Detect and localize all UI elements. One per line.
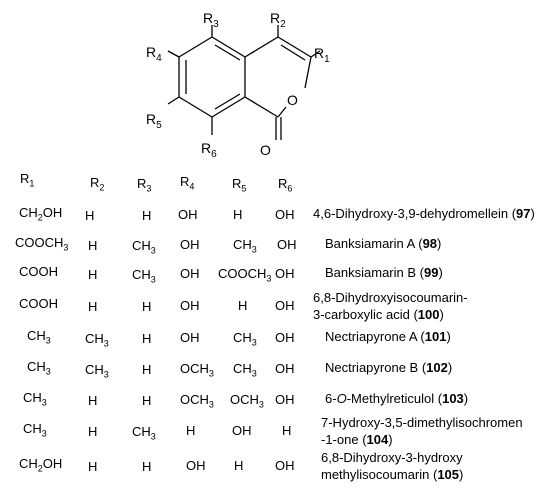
cell-r1: CH2OH [19, 205, 63, 223]
compound-name: 6-O-Methylreticulol (103) [325, 391, 469, 406]
cell-r3: H [142, 393, 152, 408]
cell-r4: OH [178, 207, 198, 222]
cell-r1: CH2OH [19, 456, 63, 474]
cell-r2: H [88, 393, 98, 408]
carbonyl-oxygen-label: O [260, 142, 271, 158]
cell-r1: COOH [19, 296, 58, 311]
cell-r3: H [142, 299, 152, 314]
header-r4: R4 [180, 174, 195, 192]
cell-r3: CH3 [132, 424, 156, 442]
cell-r1: COOCH3 [15, 235, 69, 253]
compound-number: 103 [442, 391, 464, 406]
cell-r5: CH3 [233, 237, 257, 255]
compound-number: 101 [424, 329, 447, 344]
cell-r6: OH [277, 237, 297, 252]
table-row: CH3 CH3 H OH CH3 OH Nectriapyrone A (101) [0, 328, 550, 349]
cell-r5: CH3 [233, 330, 257, 348]
table-row: CH2OH H H OH H OH 4,6-Dihydroxy-3,9-dehydromel… [0, 205, 550, 225]
cell-r5: CH3 [233, 361, 257, 379]
cell-r6: H [282, 423, 292, 438]
cell-r6: OH [275, 458, 295, 473]
cell-r1: CH3 [27, 359, 51, 377]
compound-name: 6,8-Dihydroxyisocoumarin-3-carboxylic ac… [313, 290, 468, 322]
structure-bonds [167, 25, 321, 140]
cell-r3: CH3 [132, 267, 156, 285]
cell-r4: OCH3 [180, 392, 214, 410]
header-r5: R5 [232, 176, 247, 194]
header-r3: R3 [137, 176, 152, 194]
cell-r2: H [88, 459, 98, 474]
cell-r3: CH3 [132, 238, 156, 256]
cell-r2: H [88, 299, 98, 314]
cell-r3: H [142, 208, 152, 223]
compound-number: 100 [417, 307, 440, 322]
cell-r6: OH [275, 298, 295, 313]
compound-number: 105 [437, 467, 460, 482]
compound-name: Nectriapyrone A (101) [325, 329, 451, 344]
r3-label: R3 [203, 10, 219, 30]
cell-r5: OCH3 [230, 392, 264, 410]
header-r2: R2 [90, 175, 105, 193]
cell-r5: H [233, 207, 243, 222]
cell-r6: OH [275, 330, 295, 345]
compound-number: 97 [516, 206, 531, 221]
cell-r4: OH [180, 266, 200, 281]
table-row: CH3 CH3 H OCH3 CH3 OH Nectriapyrone B (102) [0, 359, 550, 380]
r4-label: R4 [146, 44, 162, 64]
table-row: COOCH3 H CH3 OH CH3 OH Banksiamarin A (98) [0, 235, 550, 256]
compound-name: Nectriapyrone B (102) [325, 360, 453, 375]
cell-r4: OH [180, 237, 200, 252]
ring-oxygen-label: O [287, 92, 298, 108]
compound-name: Banksiamarin A (98) [325, 236, 442, 251]
compound-number: 104 [366, 432, 389, 447]
cell-r1: CH3 [23, 390, 47, 408]
cell-r4: OH [180, 330, 200, 345]
cell-r3: H [142, 459, 152, 474]
cell-r6: OH [275, 361, 295, 376]
cell-r2: H [88, 267, 98, 282]
cell-r3: H [142, 331, 152, 346]
compound-number: 98 [422, 236, 438, 251]
cell-r4: OH [180, 298, 200, 313]
r6-label: R6 [201, 140, 217, 160]
cell-r5: H [238, 298, 248, 313]
cell-r2: CH3 [85, 362, 109, 380]
cell-r5: H [234, 458, 244, 473]
isocoumarin-structure: R3 R2 R1 R4 R5 R6 O O [146, 10, 330, 160]
compound-number: 102 [426, 360, 448, 375]
r1-label: R1 [314, 45, 330, 65]
cell-r6: OH [275, 266, 295, 281]
table-row: CH3 H H OCH3 OCH3 OH 6-O-Methylreticulol (103) [0, 390, 550, 410]
table-row: COOH H H OH H OH 6,8-Dihydroxyisocoumarin-3-ca… [0, 290, 550, 322]
cell-r2: H [85, 208, 95, 223]
header-r6: R6 [278, 176, 293, 194]
cell-r5: COOCH3 [218, 266, 272, 284]
cell-r3: H [142, 362, 152, 377]
cell-r1: COOH [19, 264, 58, 279]
r5-label: R5 [146, 111, 162, 131]
cell-r6: OH [275, 207, 295, 222]
compound-name: 4,6-Dihydroxy-3,9-dehydromellein (97) [313, 206, 535, 221]
compound-number: 99 [424, 265, 439, 280]
r2-label: R2 [270, 10, 286, 30]
cell-r2: H [88, 238, 98, 253]
cell-r4: OCH3 [180, 361, 214, 379]
compound-name: Banksiamarin B (99) [325, 265, 443, 280]
cell-r2: CH3 [85, 331, 109, 349]
cell-r1: CH3 [27, 328, 51, 346]
cell-r1: CH3 [23, 421, 47, 439]
cell-r2: H [88, 424, 98, 439]
header-r1: R1 [20, 171, 35, 189]
cell-r4: H [186, 423, 196, 438]
cell-r5: OH [232, 423, 252, 438]
cell-r6: OH [275, 392, 295, 407]
compound-name: 7-Hydroxy-3,5-dimethylisochromen-1-one (… [321, 415, 523, 447]
cell-r4: OH [186, 458, 206, 473]
table-row: CH3 H CH3 H OH H 7-Hydroxy-3,5-dimethylisochro… [0, 415, 550, 447]
